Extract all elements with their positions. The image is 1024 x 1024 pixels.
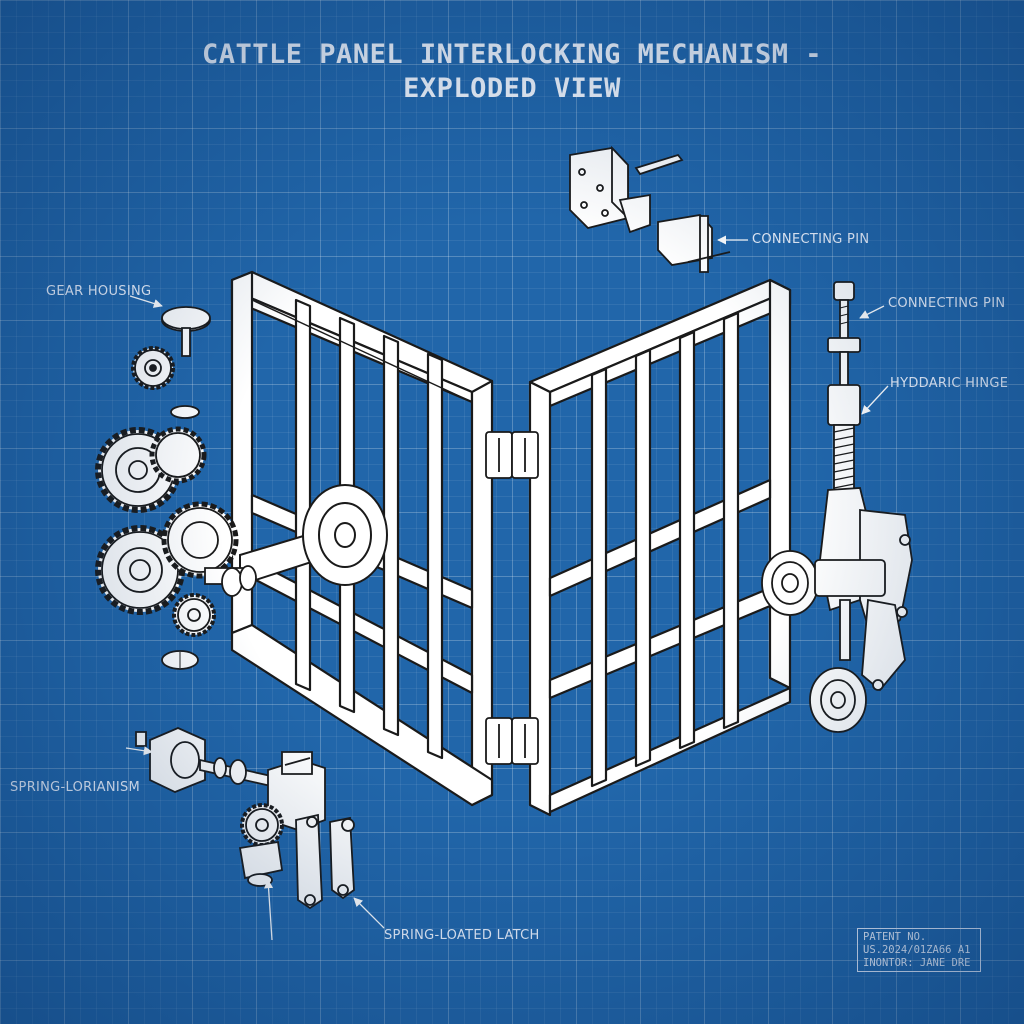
patent-number-value: US.2024/01ZA66 A1 <box>863 944 971 956</box>
callout-spring-mechanism: SPRING-LORIANISM <box>10 780 141 795</box>
gear-housing-assembly <box>98 307 256 669</box>
spring-loaded-latch <box>296 815 354 908</box>
central-drive-shaft <box>240 485 387 585</box>
connecting-pin-bracket-top <box>570 148 730 272</box>
hydraulic-hinge-assembly <box>762 282 912 732</box>
callout-connecting-pin-top: CONNECTING PIN <box>752 232 870 247</box>
patent-number-label: PATENT NO. <box>863 931 927 943</box>
spring-mechanism-assembly <box>136 728 325 886</box>
callout-hydraulic-hinge: HYDDARIC HINGE <box>890 376 1009 391</box>
callout-gear-housing: GEAR HOUSING <box>46 284 152 299</box>
callout-leaders <box>126 235 888 940</box>
right-cattle-panel <box>530 280 790 815</box>
diagram-title-line-2: EXPLODED VIEW <box>403 73 621 104</box>
patent-inventor: INONTOR: JANE DRE <box>863 957 971 969</box>
diagram-title-line-1: CATTLE PANEL INTERLOCKING MECHANISM - <box>202 39 822 70</box>
patent-info-box: PATENT NO. US.2024/01ZA66 A1 INONTOR: JA… <box>857 928 981 972</box>
callout-spring-loaded-latch: SPRING-LOATED LATCH <box>384 928 540 943</box>
callout-connecting-pin-right: CONNECTING PIN <box>888 296 1006 311</box>
panel-hinges <box>486 432 538 764</box>
